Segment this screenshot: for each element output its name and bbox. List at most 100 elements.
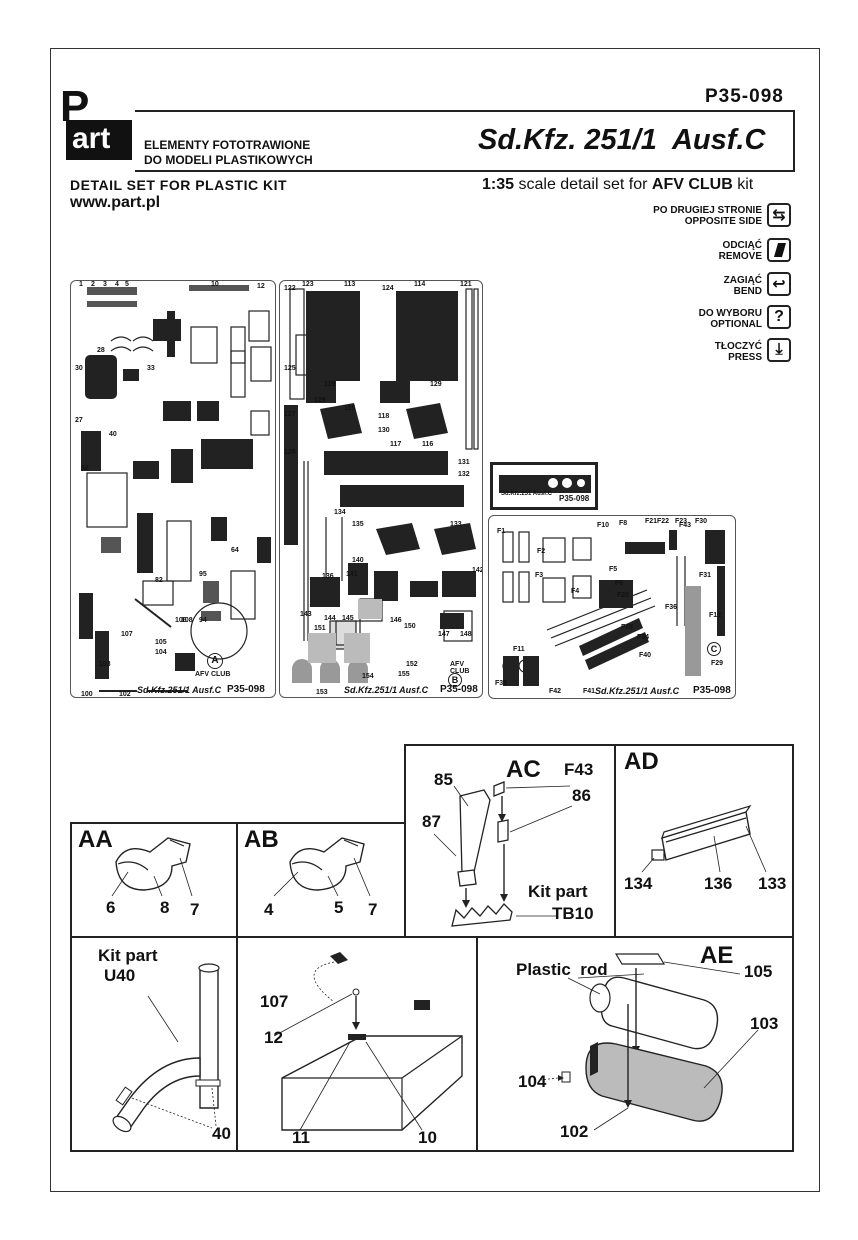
- fret-sheet-b: 113 114 115 116 117 118 119 121 122 123 …: [279, 280, 483, 698]
- fret-sheet-a: 1 2 3 4 5 10 12 30 28 33 27 40 52 64 82 …: [70, 280, 276, 698]
- part-number: 28: [97, 347, 105, 354]
- part-number: 115: [344, 405, 356, 412]
- part-label: 86: [572, 786, 591, 805]
- part-number: 147: [438, 631, 450, 638]
- sheet-a-name: Sd.Kfz.251/1 Ausf.C: [137, 685, 222, 695]
- panel-ab: AB 4 5 7: [236, 822, 406, 938]
- part-number: 127: [284, 411, 296, 418]
- part-number: 116: [422, 441, 434, 448]
- part-number: 30: [75, 365, 83, 372]
- part-number: F4: [571, 588, 580, 595]
- part-number: F34: [637, 634, 650, 641]
- brand-name: AFV CLUB: [651, 176, 733, 193]
- panel-title: AC: [506, 756, 541, 783]
- part-number: 5: [125, 281, 129, 288]
- part-label: 10: [418, 1128, 437, 1147]
- part-number: 4: [115, 281, 119, 288]
- part-number: 113: [344, 281, 356, 288]
- panel-ae: AE Plastic rod 105 103 104 102: [476, 936, 794, 1152]
- part-number: 151: [314, 625, 326, 632]
- sheet-c-code: P35-098: [693, 685, 731, 696]
- press-icon: ⤓: [767, 338, 791, 362]
- part-number: 123: [302, 281, 314, 288]
- part-number: F41: [583, 688, 596, 695]
- part-number: 122: [284, 285, 296, 292]
- scale-value: 1:35: [482, 176, 515, 193]
- ab-assembly-drawing: [273, 837, 371, 897]
- sheet-b-letter: B: [448, 673, 462, 687]
- part-number: F40: [639, 652, 652, 659]
- kit-part-code: U40: [104, 966, 136, 985]
- website: www.part.pl: [70, 194, 161, 211]
- scale-text: scale detail set for: [518, 176, 648, 193]
- legend-optional: DO WYBORU OPTIONAL: [642, 308, 762, 330]
- part-number: 33: [147, 365, 155, 372]
- part-number: F5: [609, 566, 618, 573]
- part-number: 131: [458, 459, 470, 466]
- part-label: 103: [750, 1014, 779, 1033]
- logo-text: art: [72, 122, 111, 155]
- cut-shape: [774, 243, 786, 257]
- part-label: 40: [212, 1124, 231, 1143]
- legend-remove: ODCIĄĆ REMOVE: [642, 240, 762, 262]
- part-label: 4: [264, 900, 274, 919]
- part-number: F12: [709, 612, 722, 619]
- part-label: 12: [264, 1028, 283, 1047]
- part-number: 118: [378, 413, 390, 420]
- part-number: F2: [537, 548, 546, 555]
- kit-word: kit: [737, 176, 754, 193]
- title-frame: [135, 110, 795, 172]
- part-number: 143: [300, 611, 312, 618]
- part-number: F6: [615, 580, 624, 587]
- part-number: 141: [346, 571, 358, 578]
- part-label: 7: [190, 900, 200, 919]
- model-title: Sd.Kfz. 251/1 Ausf.C: [478, 124, 766, 156]
- part-number: 121: [460, 281, 472, 288]
- part-number: 128: [284, 449, 296, 456]
- part-number: 150: [404, 623, 416, 630]
- polish-line-2: DO MODELI PLASTIKOWYCH: [144, 153, 313, 167]
- small-sheet-drawing: [499, 475, 591, 493]
- part-number: 94: [199, 617, 207, 624]
- rotate-arrows-icon: ⇆: [767, 203, 791, 227]
- part-number: 114: [414, 281, 426, 288]
- part-number: 3: [103, 281, 107, 288]
- ad-assembly-drawing: [641, 804, 767, 873]
- part-number: F1: [497, 528, 506, 535]
- part-logo: P art: [60, 82, 134, 170]
- panel-title: AB: [244, 826, 279, 853]
- part-number: 107: [121, 631, 133, 638]
- legend-line-1: PO DRUGIEJ STRONIE: [653, 205, 762, 216]
- part-number: 108: [181, 617, 193, 624]
- sheet-b-code: P35-098: [440, 684, 478, 695]
- part-number: F22: [657, 518, 670, 525]
- part-label: 5: [334, 898, 344, 917]
- kit-part-code: TB10: [552, 904, 594, 923]
- part-number: 136: [322, 573, 334, 580]
- part-number: 144: [324, 615, 336, 622]
- part-number: 135: [352, 521, 364, 528]
- part-number: 105: [155, 639, 167, 646]
- part-number: 134: [334, 509, 346, 516]
- legend-line-2: PRESS: [728, 352, 762, 363]
- part-label: 136: [704, 874, 733, 893]
- part-number: F23: [675, 518, 688, 525]
- polish-line-1: ELEMENTY FOTOTRAWIONE: [144, 138, 311, 152]
- part-number: 125: [284, 365, 296, 372]
- part-number: 155: [398, 671, 410, 678]
- legend-line-2: REMOVE: [718, 251, 762, 262]
- part-number: 106: [175, 617, 187, 624]
- sheet-b-name: Sd.Kfz.251/1 Ausf.C: [344, 685, 429, 695]
- part-number: F38: [495, 680, 508, 687]
- legend-line-1: TŁOCZYĆ: [714, 341, 762, 352]
- part-number: F20: [617, 592, 630, 599]
- part-label: 87: [422, 812, 441, 831]
- part-label: 85: [434, 770, 453, 789]
- part-number: F21: [645, 518, 658, 525]
- page-border: [50, 48, 820, 1192]
- panel-fuel-tank: 107 12 11 10: [236, 936, 478, 1152]
- part-number: F10: [597, 522, 610, 529]
- panel-title: AD: [624, 748, 659, 775]
- part-number: F31: [699, 572, 712, 579]
- legend-line-2: BEND: [733, 286, 762, 297]
